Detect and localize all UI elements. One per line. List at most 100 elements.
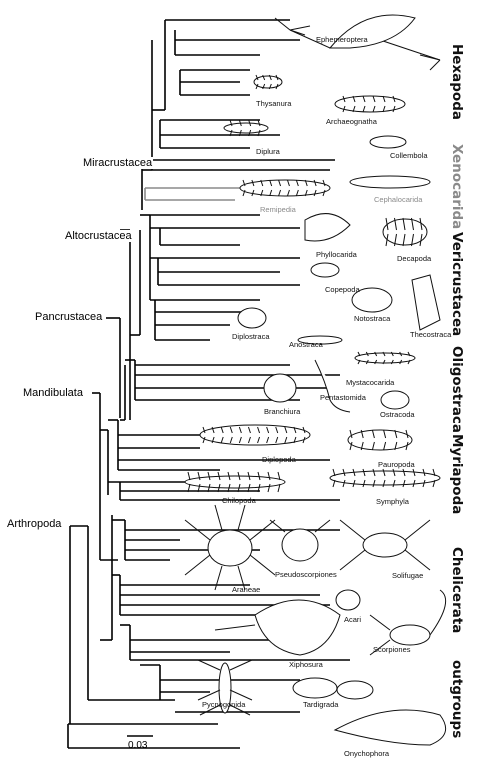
taxon-label-decapoda: Decapoda [397,254,432,263]
diplopoda-legs [220,426,224,444]
ostracoda-valve [380,390,410,410]
chilopoda-legs [247,471,251,493]
symphyla-legs [382,468,386,488]
mystacocarida-body [354,352,416,364]
symphyla-legs [392,468,396,488]
diplura-legs [257,119,261,137]
decapoda-legs [419,217,423,247]
ephemeroptera-cerci [274,17,311,36]
collembola-body [369,135,407,149]
taxon-label-thecostraca: Thecostraca [410,330,452,339]
diplopoda-legs [284,426,288,444]
tardigrada-body [292,677,338,699]
chilopoda-legs [217,471,221,493]
araneae-body [207,529,253,567]
diplopoda-legs [266,426,270,444]
thysanura-legs [268,74,272,90]
decapoda-legs [394,217,397,247]
group-label-xenocarida: Xenocarida [449,144,465,230]
pauropoda-legs [383,429,387,451]
araneae-legs [184,504,276,591]
taxon-label-mystacocarida: Mystacocarida [346,378,395,387]
taxon-label-diplopoda: Diplopoda [262,455,296,464]
taxon-label-pentastomida: Pentastomida [320,393,366,402]
branchiura-shield [263,373,297,403]
clade-label-mandibulata: Mandibulata [22,387,84,399]
cephalocarida-body [349,175,431,189]
diplopoda-legs [275,426,279,444]
group-label-chelicerata: Chelicerata [449,547,465,634]
pycnogonida-legs [197,659,253,716]
ephemeroptera-wing [328,14,416,49]
tree-branches [67,19,350,749]
acari-body [335,589,361,611]
chilopoda-legs [257,471,261,493]
symphyla-body [329,470,441,486]
remipedia-legs [295,179,299,197]
remipedia-legs [242,179,246,197]
clade-label-pancrustacea: Pancrustacea [34,311,104,323]
symphyla-legs [432,468,436,488]
mystacocarida-legs [399,351,403,365]
clade-label-altocrustacea: Altocrustacea [64,230,133,242]
pseudoscorpiones-chelae [269,519,331,533]
onychophora-body [333,709,447,746]
mystacocarida-legs [407,351,411,365]
archaeognatha-body [334,95,406,113]
diplopoda-legs [202,426,206,444]
symphyla-legs [422,468,426,488]
symphyla-legs [402,468,406,488]
pauropoda-legs [405,429,409,451]
diplura-legs [248,119,252,137]
thysanura-body [253,75,283,89]
symphyla-legs [332,468,336,488]
solifugae-legs [339,519,431,571]
pycnogonida-body [218,662,232,714]
taxon-label-xiphosura: Xiphosura [289,660,323,669]
chilopoda-legs [267,471,271,493]
taxon-label-pauropoda: Pauropoda [378,460,415,469]
taxon-label-scorpiones: Scorpiones [373,645,411,654]
scorpiones-claws [369,614,391,656]
thecostraca-shell [411,274,441,331]
remipedia-legs [304,179,308,197]
diplopoda-legs [211,426,215,444]
diplopoda-legs [257,426,261,444]
decapoda-carapace [382,218,428,246]
taxon-label-diplostraca: Diplostraca [232,332,270,341]
taxon-label-thysanura: Thysanura [256,99,292,108]
diplopoda-legs [293,426,297,444]
thysanura-legs [255,74,259,90]
animal-illustrations [184,14,447,746]
mystacocarida-legs [365,351,369,365]
archaeognatha-legs [342,95,346,113]
taxon-label-diplura: Diplura [256,147,280,156]
remipedia-legs [278,179,282,197]
decapoda-legs [411,217,414,247]
diplopoda-legs [229,426,233,444]
taxon-label-ephemeroptera: Ephemeroptera [316,35,368,44]
group-label-myriapoda: Myriapoda [449,434,465,515]
diplura-body [223,122,269,134]
pauropoda-legs [394,429,398,451]
taxon-label-anostraca: Anostraca [289,340,323,349]
chilopoda-legs [197,471,201,493]
taxon-label-branchiura: Branchiura [264,407,301,416]
taxon-label-araneae: Araneae [232,585,261,594]
remipedia-legs [322,179,326,197]
scorpiones-body [389,624,431,646]
scorpiones-tail [429,589,447,636]
remipedia-legs [313,179,317,197]
diplura-legs [238,119,242,137]
symphyla-legs [342,468,346,488]
taxon-label-notostraca: Notostraca [354,314,391,323]
remipedia-body [239,179,331,197]
diplostraca-carapace [237,307,267,329]
archaeognatha-legs [362,95,366,113]
taxon-label-copepoda: Copepoda [325,285,360,294]
taxon-label-acari: Acari [344,615,362,624]
decapoda-legs [385,217,389,247]
symphyla-legs [362,468,366,488]
chilopoda-body [184,475,286,489]
taxon-label-phyllocarida: Phyllocarida [316,250,357,259]
